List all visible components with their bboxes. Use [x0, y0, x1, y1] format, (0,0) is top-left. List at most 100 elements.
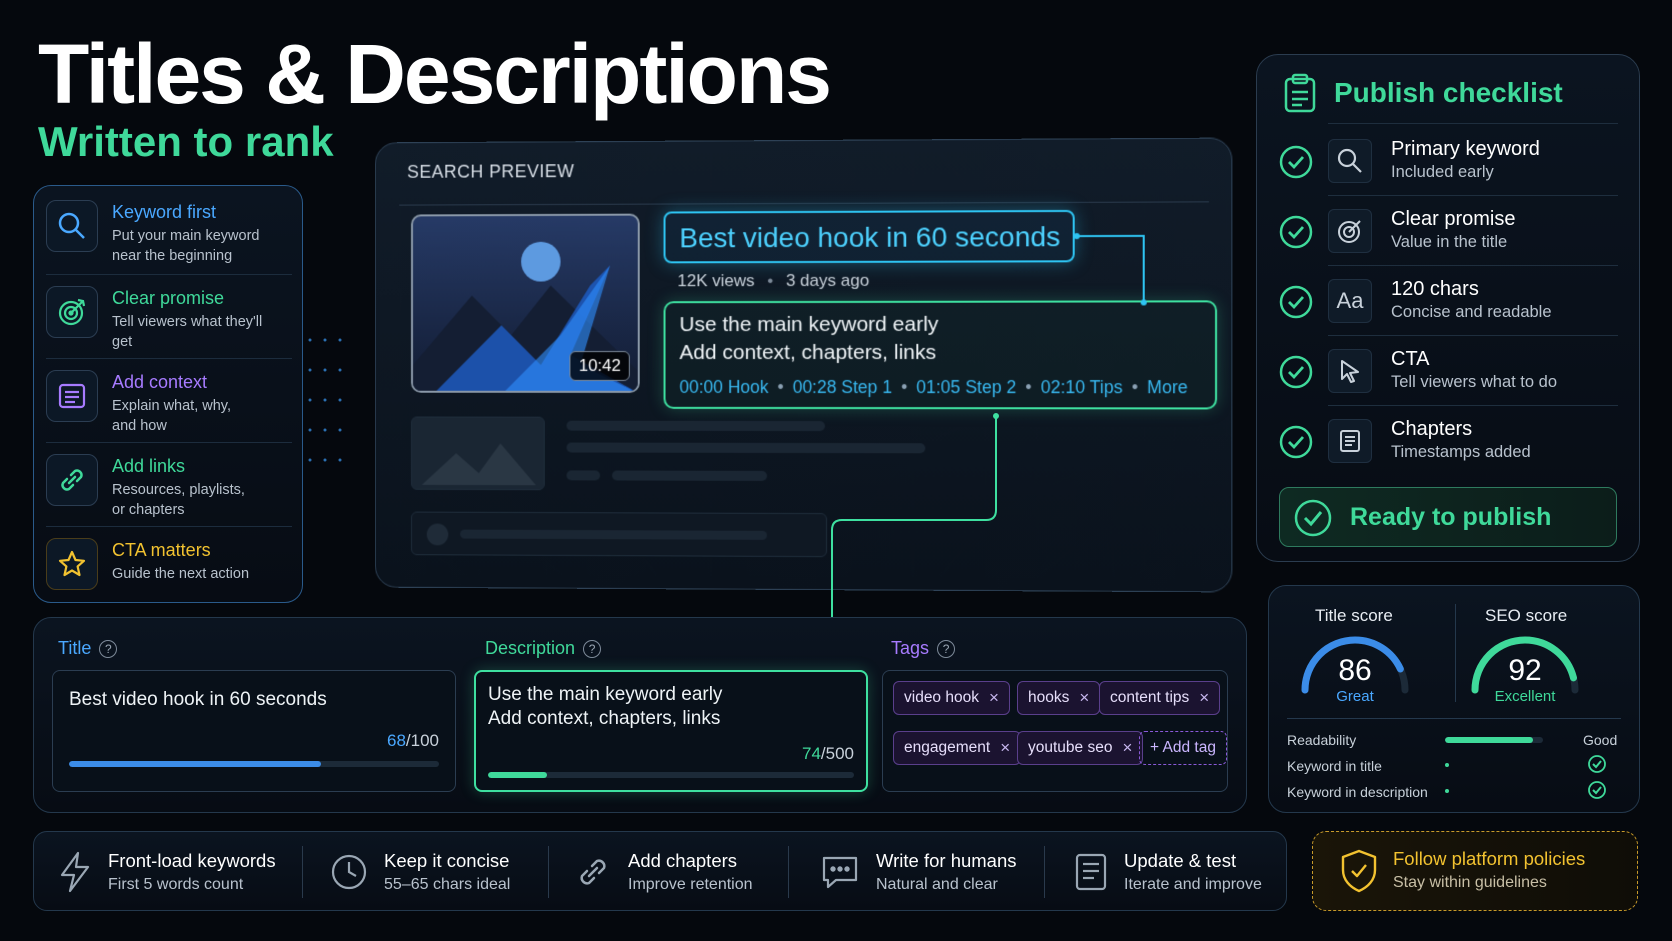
- tip-keyword-first: Keyword first Put your main keyword near…: [46, 192, 292, 278]
- checklist-item-title: 120 chars: [1391, 278, 1479, 300]
- tip-title: Add context: [112, 372, 208, 392]
- desc-line-1: Use the main keyword early: [679, 312, 939, 337]
- placeholder-thumbnail: [411, 416, 545, 491]
- mountain-image-icon: [421, 443, 536, 486]
- description-input[interactable]: Use the main keyword early Add context, …: [474, 670, 868, 792]
- tip-add-context: Add context Explain what, why, and how: [46, 362, 292, 448]
- video-title-link[interactable]: Best video hook in 60 seconds: [663, 209, 1075, 264]
- checklist-item-desc: Concise and readable: [1391, 303, 1552, 321]
- keyword-in-title-label: Keyword in title: [1287, 758, 1382, 774]
- search-preview-card: SEARCH PREVIEW 10:42 Best video hook in …: [374, 137, 1233, 593]
- document-icon: [1328, 419, 1372, 463]
- tag-chip[interactable]: engagement×: [893, 731, 1022, 765]
- title-score-value: 86: [1338, 654, 1372, 687]
- video-description-snippet: Use the main keyword early Add context, …: [663, 300, 1218, 410]
- remove-tag-icon[interactable]: ×: [1122, 738, 1133, 757]
- desc-line-2: Add context, chapters, links: [679, 340, 937, 365]
- remove-tag-icon[interactable]: ×: [1079, 688, 1090, 707]
- target-icon: [1328, 209, 1372, 253]
- scores-panel: Title score 86 Great SEO score 92 Excell…: [1268, 585, 1640, 813]
- tip-title: Add links: [112, 456, 186, 476]
- help-icon[interactable]: ?: [583, 639, 602, 658]
- checklist-title: Publish checklist: [1334, 77, 1563, 108]
- tags-input[interactable]: video hook× hooks× content tips× engagem…: [882, 670, 1228, 792]
- tip-cta-matters: CTA matters Guide the next action: [46, 530, 292, 616]
- checklist-item-title: Primary keyword: [1391, 138, 1540, 160]
- checklist-item-title: CTA: [1391, 348, 1430, 370]
- document-icon: [46, 370, 98, 422]
- checklist-item[interactable]: Chapters Timestamps added: [1279, 409, 1619, 479]
- help-icon[interactable]: ?: [99, 639, 118, 658]
- checklist-item-desc: Included early: [1391, 163, 1494, 181]
- chapter-link[interactable]: 00:28 Step 1: [792, 376, 893, 398]
- clipboard-icon: [1283, 73, 1317, 118]
- seo-score-value: 92: [1508, 654, 1542, 687]
- checklist-item[interactable]: CTA Tell viewers what to do: [1279, 339, 1619, 409]
- description-field-label: Description?: [485, 638, 602, 659]
- star-icon: [46, 538, 98, 590]
- clock-icon: [331, 854, 367, 890]
- description-char-count: 74/500: [801, 744, 854, 763]
- add-tag-button[interactable]: + Add tag: [1139, 731, 1227, 765]
- readability-value: Good: [1583, 732, 1618, 748]
- title-input[interactable]: Best video hook in 60 seconds 68/100: [52, 670, 456, 792]
- check-circle-icon: [1294, 499, 1332, 537]
- title-score-grade: Great: [1336, 688, 1374, 705]
- video-thumbnail[interactable]: 10:42: [411, 213, 640, 393]
- policy-title: Follow platform policies: [1393, 848, 1586, 869]
- chapter-link[interactable]: 01:05 Step 2: [916, 377, 1017, 398]
- checklist-item[interactable]: Clear promise Value in the title: [1279, 199, 1619, 269]
- tip-clear-promise: Clear promise Tell viewers what they'll …: [46, 278, 292, 364]
- page-title: Titles & Descriptions: [38, 27, 832, 121]
- remove-tag-icon[interactable]: ×: [988, 688, 999, 707]
- tag-chip[interactable]: hooks×: [1017, 681, 1101, 715]
- tag-chip[interactable]: youtube seo×: [1017, 731, 1144, 765]
- video-meta: 12K views • 3 days ago: [677, 270, 870, 291]
- title-length-bar: [69, 761, 439, 767]
- check-circle-icon: [1279, 215, 1313, 249]
- tip-desc: Guide the next action: [112, 566, 250, 582]
- more-link[interactable]: More: [1147, 377, 1188, 398]
- tip-desc: Put your main keyword: [112, 228, 260, 244]
- checklist-item-desc: Value in the title: [1391, 233, 1508, 251]
- tag-chip[interactable]: video hook×: [893, 681, 1010, 715]
- check-circle-icon: [1279, 145, 1313, 179]
- policy-desc: Stay within guidelines: [1393, 874, 1547, 891]
- checklist-item[interactable]: Aa 120 chars Concise and readable: [1279, 269, 1619, 339]
- checklist-item[interactable]: Primary keyword Included early: [1279, 129, 1619, 199]
- tips-panel: Keyword first Put your main keyword near…: [33, 185, 303, 603]
- check-circle-icon: [1588, 781, 1606, 799]
- checklist-item-title: Chapters: [1391, 418, 1473, 440]
- tip-desc: Tell viewers what they'll: [112, 314, 263, 330]
- check-circle-icon: [1588, 755, 1606, 773]
- title-score-gauge: [1301, 636, 1409, 694]
- help-icon[interactable]: ?: [937, 639, 956, 658]
- ready-to-publish-button[interactable]: Ready to publish: [1279, 487, 1617, 547]
- tip-title: Clear promise: [112, 288, 225, 308]
- dot-grid-decoration: [308, 338, 342, 462]
- connector-line: [1073, 228, 1154, 307]
- tip-desc: get: [112, 334, 133, 350]
- chapter-link[interactable]: 00:00 Hook: [679, 376, 769, 397]
- chapter-link[interactable]: 02:10 Tips: [1040, 377, 1123, 398]
- publish-checklist-panel: Publish checklist Primary keyword Includ…: [1256, 54, 1640, 562]
- readability-label: Readability: [1287, 732, 1357, 748]
- title-field-label: Title?: [58, 638, 118, 659]
- view-count: 12K views: [677, 271, 755, 291]
- search-icon: [1328, 139, 1372, 183]
- link-icon: [46, 454, 98, 506]
- tag-chip[interactable]: content tips×: [1099, 681, 1221, 715]
- seo-score-label: SEO score: [1485, 606, 1568, 625]
- tip-desc: Resources, playlists,: [112, 482, 245, 498]
- tip-add-links: Add links Resources, playlists, or chapt…: [46, 446, 292, 532]
- remove-tag-icon[interactable]: ×: [1199, 688, 1210, 707]
- shield-check-icon: [1341, 849, 1377, 893]
- lightning-icon: [60, 851, 90, 893]
- policy-callout: Follow platform policies Stay within gui…: [1312, 831, 1638, 911]
- remove-tag-icon[interactable]: ×: [1000, 738, 1011, 757]
- preview-label: SEARCH PREVIEW: [407, 161, 575, 182]
- cursor-icon: [1328, 349, 1372, 393]
